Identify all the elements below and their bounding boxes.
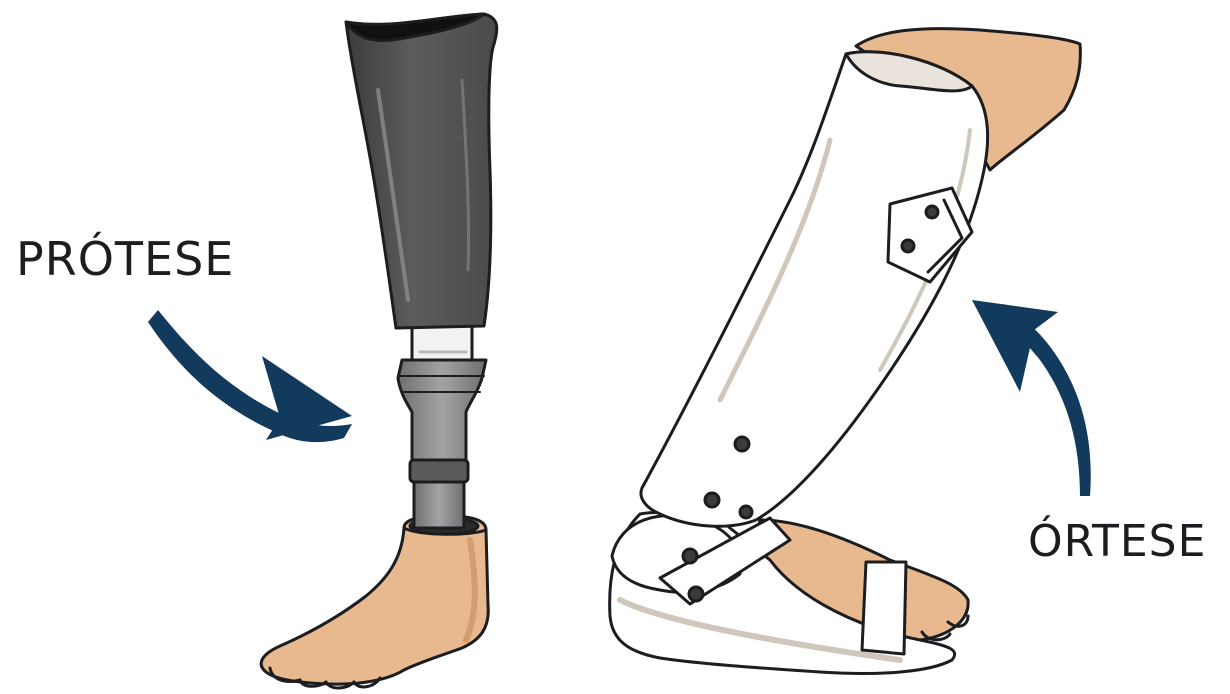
forefoot-strap [862, 562, 906, 654]
label-orthosis: ÓRTESE [1028, 520, 1206, 564]
prosthetic-foot [261, 516, 488, 684]
pylon-tube [414, 478, 464, 528]
leg-prosthesis-icon [261, 14, 497, 688]
prosthetic-socket [346, 14, 497, 328]
calf-shell [641, 52, 988, 526]
arrow-prosthesis [148, 310, 352, 442]
label-prosthesis: PRÓTESE [16, 236, 234, 282]
arrow-orthosis [972, 300, 1091, 496]
